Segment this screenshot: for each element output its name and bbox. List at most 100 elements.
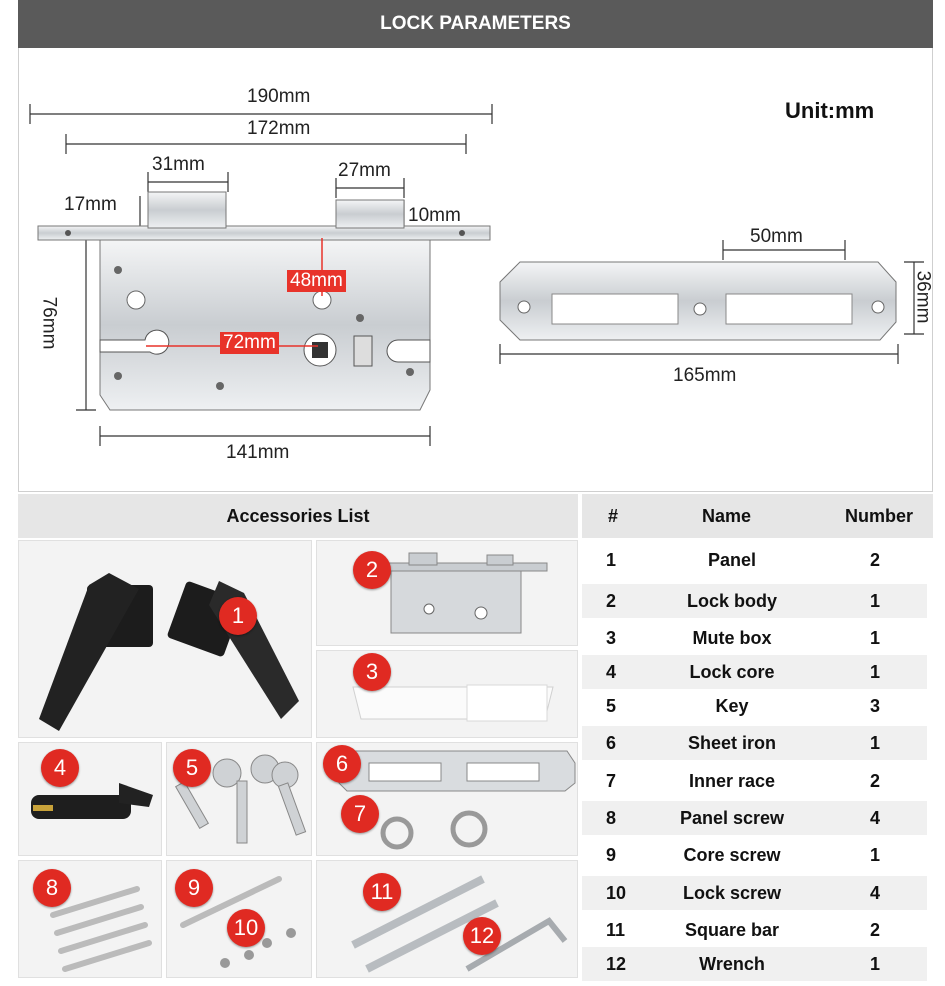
row-index: 10: [606, 883, 627, 903]
unit-label: Unit:mm: [785, 98, 875, 123]
row-index: 1: [606, 550, 617, 570]
row-index: 11: [606, 920, 626, 940]
core-screws-illustration: [180, 876, 296, 968]
row-name: Inner race: [688, 771, 776, 791]
row-number: 2: [870, 550, 881, 570]
lock-core-illustration: [31, 783, 153, 819]
square-bar-image: 11 12: [316, 860, 578, 978]
dim-31: 31mm: [152, 154, 205, 175]
table-row: 7 Inner race 2: [582, 764, 927, 798]
lock-diagram: [29, 104, 924, 446]
row-number: 1: [870, 845, 881, 865]
badge-10: 10: [227, 909, 265, 947]
header-index: #: [608, 506, 619, 526]
badge-3: 3: [353, 653, 391, 691]
table-row: 2 Lock body 1: [582, 584, 927, 618]
header-number: Number: [845, 506, 914, 526]
faceplate: [37, 225, 491, 241]
row-number: 1: [870, 733, 881, 753]
row-name: Square bar: [684, 920, 780, 940]
row-number: 3: [870, 696, 881, 716]
row-name: Lock body: [686, 591, 777, 611]
sheet-iron-illustration: [338, 750, 576, 850]
table-row: 1 Panel 2: [582, 543, 927, 577]
lock-body-image: 2: [316, 540, 578, 646]
latch-bolt: [147, 191, 227, 229]
panel-screw-image: 8: [18, 860, 162, 978]
lock-core-image: 4: [18, 742, 162, 856]
row-name: Sheet iron: [687, 733, 776, 753]
row-index: 3: [606, 628, 617, 648]
badge-2: 2: [353, 551, 391, 589]
row-name: Lock screw: [682, 883, 782, 903]
badge-9: 9: [175, 869, 213, 907]
dim-50: 50mm: [750, 226, 803, 247]
accessories-title: Accessories List: [18, 494, 578, 538]
row-name: Wrench: [699, 954, 765, 974]
table-row: 10 Lock screw 4: [582, 876, 927, 910]
dim-190: 190mm: [247, 86, 311, 107]
mute-box-illustration: [352, 684, 554, 722]
dim-165: 165mm: [673, 365, 737, 386]
row-index: 2: [606, 591, 617, 611]
keys-illustration: [174, 754, 307, 844]
table-row: 11 Square bar 2: [582, 913, 927, 947]
dim-172: 172mm: [247, 118, 311, 139]
row-number: 4: [870, 883, 881, 903]
row-index: 5: [606, 696, 617, 716]
row-name: Core screw: [683, 845, 781, 865]
badge-8: 8: [33, 869, 71, 907]
row-index: 9: [606, 845, 617, 865]
table-row: 8 Panel screw 4: [582, 801, 927, 835]
row-index: 12: [606, 954, 627, 974]
dead-bolt: [335, 199, 405, 229]
row-number: 1: [870, 628, 881, 648]
row-number: 2: [870, 771, 881, 791]
dim-141: 141mm: [226, 442, 290, 463]
mute-box-image: 3: [316, 650, 578, 738]
table-row: 9 Core screw 1: [582, 838, 927, 872]
table-row: 3 Mute box 1: [582, 621, 927, 655]
square-bar-illustration: [351, 875, 568, 973]
dim-17: 17mm: [64, 194, 117, 215]
dimension-lines: [29, 104, 924, 446]
row-name: Key: [715, 696, 749, 716]
badge-12: 12: [463, 917, 501, 955]
row-name: Panel screw: [679, 808, 785, 828]
row-number: 1: [870, 662, 881, 682]
row-index: 4: [606, 662, 617, 682]
row-number: 1: [870, 954, 881, 974]
badge-6: 6: [323, 745, 361, 783]
badge-1: 1: [219, 597, 257, 635]
lock-case: [99, 239, 431, 411]
row-name: Lock core: [689, 662, 775, 682]
row-index: 8: [606, 808, 617, 828]
panel-image: 1: [18, 540, 312, 738]
row-name: Mute box: [692, 628, 772, 648]
header-title: LOCK PARAMETERS: [380, 13, 571, 34]
table-row: 12 Wrench 1: [582, 947, 927, 981]
dim-36: 36mm: [912, 270, 934, 324]
row-number: 4: [870, 808, 881, 828]
table-header: # Name Number: [582, 494, 933, 538]
row-index: 7: [606, 771, 617, 791]
dim-72: 72mm: [220, 332, 279, 354]
panel-screws-illustration: [50, 886, 152, 972]
section-header: LOCK PARAMETERS: [18, 0, 933, 48]
sheet-iron-image: 6 7: [316, 742, 578, 856]
dim-48: 48mm: [287, 270, 346, 292]
badge-11: 11: [363, 873, 401, 911]
row-name: Panel: [707, 550, 757, 570]
dim-27: 27mm: [338, 160, 391, 181]
handle-illustration: [39, 573, 299, 731]
badge-7: 7: [341, 795, 379, 833]
table-row: 6 Sheet iron 1: [582, 726, 927, 760]
key-image: 5: [166, 742, 312, 856]
row-number: 2: [870, 920, 881, 940]
header-name: Name: [702, 506, 752, 526]
table-row: 4 Lock core 1: [582, 655, 927, 689]
lock-body-illustration: [386, 552, 548, 634]
row-number: 1: [870, 591, 881, 611]
dim-10: 10mm: [408, 205, 461, 226]
dim-76: 76mm: [38, 296, 60, 350]
